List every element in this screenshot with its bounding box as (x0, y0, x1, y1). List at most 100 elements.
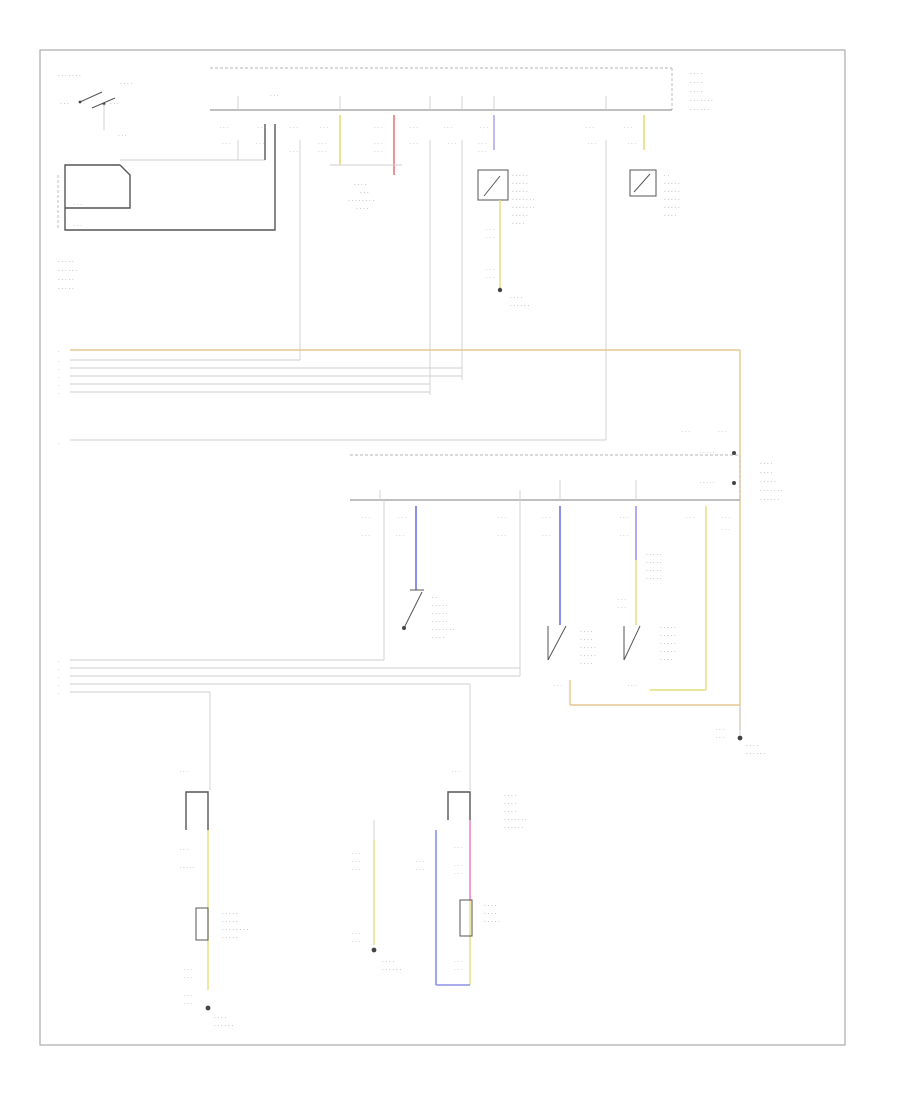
svg-text:. . .: . . . (586, 124, 594, 130)
center-top-sensor: . . . . . . . . . . . . . . . . . . . (330, 164, 402, 211)
svg-text:. . . . .: . . . . . (512, 188, 528, 194)
svg-text:. . . .: . . . . (580, 628, 592, 634)
svg-text:. . .: . . . (588, 140, 596, 146)
svg-text:. . . .: . . . . (760, 469, 772, 475)
svg-text:. . . .: . . . . (760, 460, 772, 466)
svg-text:. . .: . . . (620, 514, 628, 520)
svg-text:. . . .: . . . . (214, 1014, 226, 1020)
left-junction-box: . . . . . . . . . . . . . . . . . . . . … (57, 124, 276, 291)
svg-text:. . .: . . . (222, 140, 230, 146)
svg-text:. . . . .: . . . . . (580, 644, 596, 650)
svg-text:.: . (58, 390, 60, 396)
svg-text:. . . . .: . . . . . (512, 180, 528, 186)
svg-text:. . . . .: . . . . . (700, 449, 715, 455)
svg-text:. . .: . . . (448, 140, 456, 146)
svg-text:. . . . .: . . . . . (222, 934, 238, 940)
ground-right: . . . . . . . . . . . . . . . . (716, 705, 765, 756)
svg-text:. . .: . . . (416, 866, 424, 872)
svg-text:. . .: . . . (542, 514, 550, 520)
svg-text:. . .: . . . (624, 124, 632, 130)
svg-text:.: . (58, 682, 60, 688)
svg-text:. . . .: . . . . (746, 742, 758, 748)
svg-text:. . . . . .: . . . . . . (510, 302, 529, 308)
svg-text:. . .: . . . (410, 124, 418, 130)
svg-text:. . .: . . . (318, 148, 326, 154)
middle-harness: . . . . . . . (58, 348, 741, 730)
svg-text:. . . . .: . . . . . (58, 285, 74, 291)
svg-text:. . . . .: . . . . . (660, 640, 676, 646)
svg-text:.: . (58, 658, 60, 664)
svg-text:. . . . .: . . . . . (660, 624, 676, 630)
svg-text:. . .: . . . (454, 966, 462, 972)
svg-text:. . .: . . . (452, 768, 460, 774)
svg-text:. . . .: . . . . (382, 958, 394, 964)
svg-text:. . .: . . . (554, 682, 562, 688)
top-pin-labels: . . . . . . . . . . . . . . . . . . . . … (220, 124, 636, 154)
svg-text:. . .: . . . (256, 140, 264, 146)
svg-text:. . .: . . . (618, 604, 626, 610)
svg-text:. . .: . . . (722, 526, 730, 532)
svg-text:. . .: . . . (454, 862, 462, 868)
svg-text:. . . . .: . . . . . (664, 180, 680, 186)
svg-text:. . .: . . . (318, 140, 326, 146)
svg-text:. . . .: . . . . (580, 636, 592, 642)
svg-text:. . . . . . . .: . . . . . . . . (222, 926, 248, 932)
svg-text:. . .: . . . (454, 844, 462, 850)
svg-text:. . .: . . . (498, 514, 506, 520)
svg-text:. . . . .: . . . . . (512, 212, 528, 218)
svg-text:. . . . . . .: . . . . . . . (760, 487, 783, 493)
svg-text:. . .: . . . (270, 92, 279, 98)
svg-text:. . .: . . . (716, 726, 724, 732)
svg-text:. . .: . . . (74, 201, 82, 207)
svg-text:. . . .: . . . . (504, 792, 516, 798)
svg-text:. . . . .: . . . . . (222, 910, 238, 916)
svg-text:. . .: . . . (628, 682, 636, 688)
svg-text:. . . . .: . . . . . (760, 478, 776, 484)
svg-text:. . .: . . . (74, 222, 82, 228)
svg-text:. . .: . . . (486, 226, 494, 232)
svg-text:.: . (58, 374, 60, 380)
diagram-frame (39, 49, 846, 1046)
svg-text:. . .: . . . (718, 428, 726, 434)
svg-text:. . .: . . . (374, 148, 382, 154)
svg-text:. . .: . . . (118, 132, 127, 138)
svg-text:. . . . . .: . . . . . . (58, 267, 77, 273)
svg-text:. . . . . . .: . . . . . . . (58, 72, 81, 78)
pressure-switch-right: . . . . . . . . . . . . . . . . . . . . … (629, 169, 680, 218)
svg-text:.: . (58, 382, 60, 388)
svg-text:. . .: . . . (352, 866, 360, 872)
svg-text:. . . . .: . . . . . (484, 918, 500, 924)
svg-text:. . . . .: . . . . . (580, 652, 596, 658)
svg-text:. . .: . . . (722, 514, 730, 520)
svg-text:. . .: . . . (618, 596, 626, 602)
svg-text:. . . . .: . . . . . (664, 196, 680, 202)
svg-text:. . . . .: . . . . . (660, 648, 676, 654)
pressure-switch-lower-right: . . . . . . . . . . . . . . . . . . . . … (618, 551, 676, 688)
svg-text:. . .: . . . (398, 514, 406, 520)
svg-text:. . . . . .: . . . . . . (214, 1022, 233, 1028)
svg-text:. . .: . . . (180, 846, 188, 852)
svg-text:. . . . . .: . . . . . . (746, 750, 765, 756)
svg-text:. . . .: . . . . (120, 80, 132, 86)
svg-text:. . .: . . . (620, 532, 628, 538)
svg-text:. . .: . . . (444, 124, 452, 130)
svg-text:. . .: . . . (374, 124, 382, 130)
svg-text:. . . . .: . . . . . (432, 602, 448, 608)
svg-text:. . . . . . .: . . . . . . . (432, 626, 455, 632)
svg-text:. . . . .: . . . . . (432, 610, 448, 616)
svg-text:. . . . .: . . . . . (646, 551, 662, 557)
svg-text:. . .: . . . (184, 1000, 192, 1006)
svg-text:.: . (58, 674, 60, 680)
svg-text:. . .: . . . (486, 274, 494, 280)
svg-text:. . .: . . . (352, 850, 360, 856)
svg-text:. . . .: . . . . (510, 294, 522, 300)
lower-harness: . . . . . (58, 500, 521, 790)
svg-text:. . .: . . . (498, 532, 506, 538)
svg-text:. . .: . . . (362, 514, 370, 520)
svg-text:. . .: . . . (290, 124, 298, 130)
svg-text:. . .: . . . (360, 189, 369, 195)
svg-text:. . .: . . . (682, 428, 690, 434)
svg-text:.: . (58, 666, 60, 672)
svg-text:. . . .: . . . . (690, 79, 702, 85)
